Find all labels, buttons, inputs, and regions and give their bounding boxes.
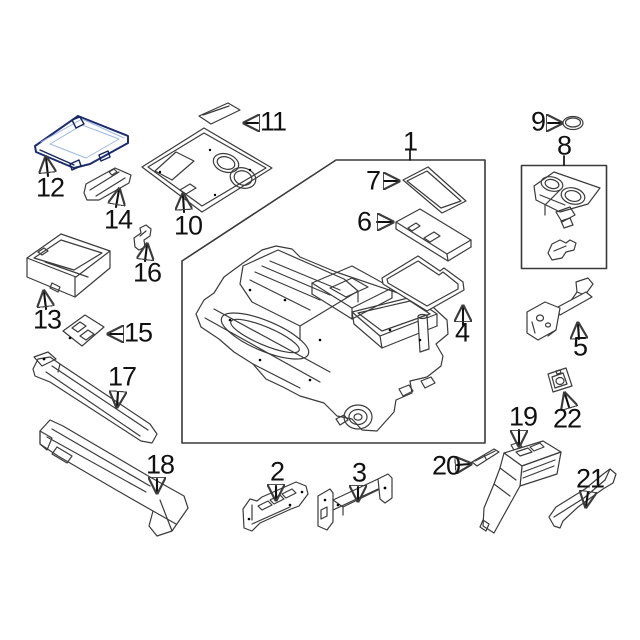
callout-4[interactable]: 4 <box>454 317 470 348</box>
callout-8[interactable]: 8 <box>556 130 572 161</box>
part-7-drawing[interactable] <box>402 166 467 214</box>
part-8-contents-drawing[interactable] <box>533 171 601 261</box>
callout-arrows <box>44 123 588 506</box>
callout-3[interactable]: 3 <box>351 457 367 488</box>
callout-11[interactable]: 11 <box>259 106 287 137</box>
part-11-drawing[interactable] <box>198 102 241 125</box>
callout-16[interactable]: 16 <box>132 257 162 288</box>
part-14-drawing[interactable] <box>83 167 132 201</box>
part-17-drawing[interactable] <box>32 351 158 444</box>
part-4-drawing[interactable] <box>381 255 465 312</box>
callout-22[interactable]: 22 <box>552 403 582 434</box>
part-13-drawing[interactable] <box>26 233 111 298</box>
callout-1[interactable]: 1 <box>402 126 418 157</box>
part-20-drawing[interactable] <box>471 448 500 467</box>
callout-2[interactable]: 2 <box>269 456 285 487</box>
part-16-drawing[interactable] <box>133 224 152 251</box>
callout-13[interactable]: 13 <box>32 304 62 335</box>
callout-5[interactable]: 5 <box>572 331 588 362</box>
part-10-drawing[interactable] <box>141 127 273 213</box>
callout-6[interactable]: 6 <box>356 206 372 237</box>
part-9-drawing[interactable] <box>562 115 584 131</box>
callout-17[interactable]: 17 <box>107 361 137 392</box>
part-18-drawing[interactable] <box>39 419 189 537</box>
callout-20[interactable]: 20 <box>431 450 461 481</box>
part-22-drawing[interactable] <box>547 367 573 393</box>
part-5-drawing[interactable] <box>526 277 594 341</box>
callout-14[interactable]: 14 <box>103 204 133 235</box>
callout-18[interactable]: 18 <box>145 449 175 480</box>
callout-10[interactable]: 10 <box>173 210 203 241</box>
callout-19[interactable]: 19 <box>508 401 538 432</box>
callout-12[interactable]: 12 <box>35 172 65 203</box>
callout-7[interactable]: 7 <box>365 165 381 196</box>
callout-9[interactable]: 9 <box>530 106 546 137</box>
part-15-drawing[interactable] <box>62 314 105 347</box>
part-console-body[interactable] <box>195 245 449 432</box>
part-12-drawing-highlighted[interactable] <box>34 115 129 171</box>
part-1-box <box>181 150 486 444</box>
callout-21[interactable]: 21 <box>575 463 605 494</box>
part-6-drawing[interactable] <box>395 208 472 262</box>
callout-15[interactable]: 15 <box>123 317 153 348</box>
part-8-box <box>520 155 608 270</box>
